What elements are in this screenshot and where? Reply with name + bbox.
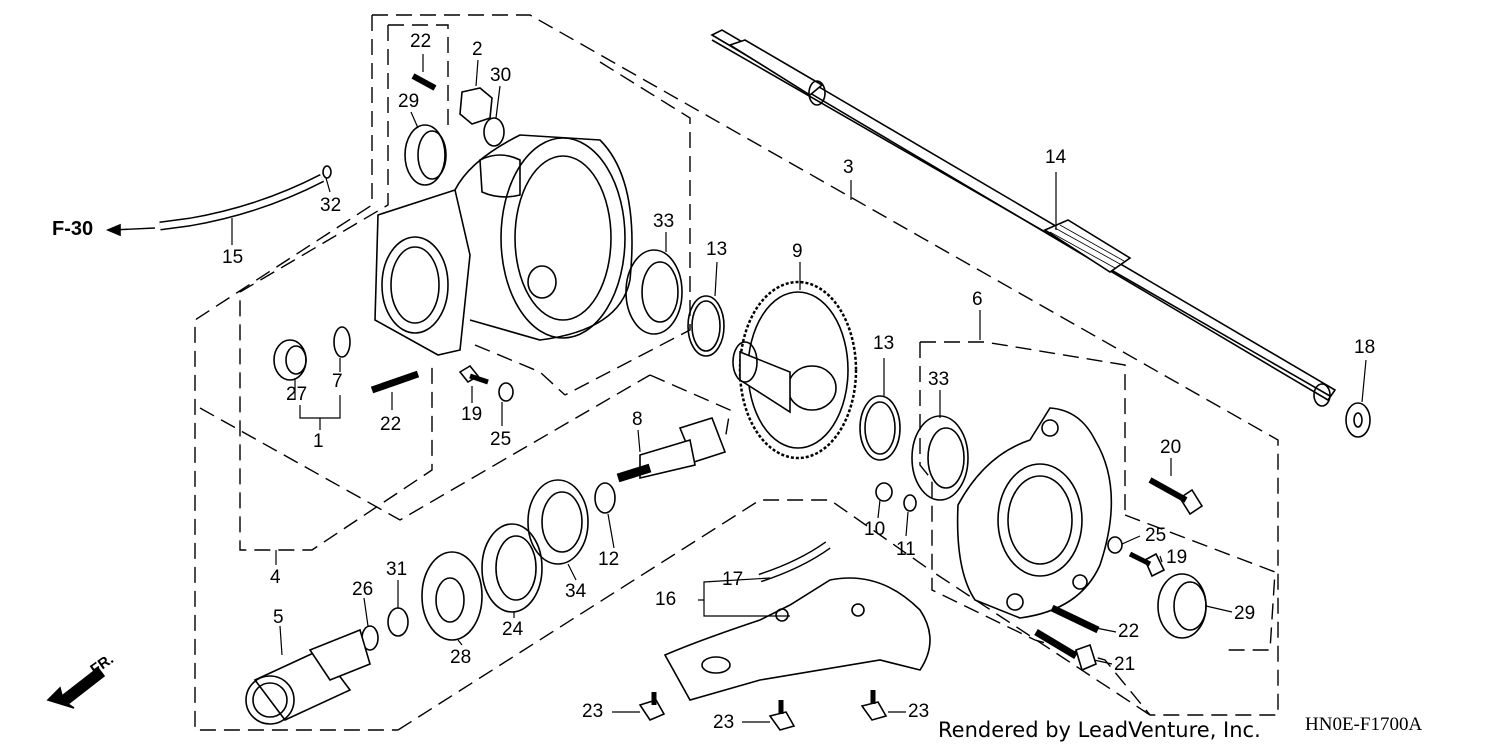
callout-33: 33 — [928, 369, 950, 390]
callout-17: 17 — [722, 569, 744, 590]
callout-29: 29 — [398, 91, 420, 112]
diagram-code: HN0E-F1700A — [1305, 714, 1423, 735]
callout-29: 29 — [1234, 603, 1256, 624]
callout-19: 19 — [1166, 547, 1188, 568]
callout-34: 34 — [565, 581, 587, 602]
callout-4: 4 — [270, 567, 281, 588]
callout-26: 26 — [352, 579, 374, 600]
callout-13: 13 — [873, 333, 895, 354]
pinion-gear — [616, 417, 727, 483]
callout-22: 22 — [380, 414, 402, 435]
callout-16: 16 — [655, 589, 677, 610]
joint-sleeve — [245, 628, 371, 725]
callout-19: 19 — [461, 404, 483, 425]
callout-9: 9 — [792, 241, 803, 262]
final-drive-housing — [374, 134, 633, 356]
callout-28: 28 — [450, 647, 472, 668]
skid-guard — [663, 577, 931, 701]
callout-18: 18 — [1354, 337, 1376, 358]
callout-21: 21 — [1114, 654, 1136, 675]
callout-31: 31 — [386, 559, 408, 580]
callout-30: 30 — [490, 65, 512, 86]
ring-gear — [732, 280, 858, 460]
callout-11: 11 — [896, 539, 916, 560]
callout-20: 20 — [1160, 437, 1182, 458]
callout-6: 6 — [972, 289, 983, 310]
callout-13: 13 — [706, 239, 728, 260]
callout-23: 23 — [582, 701, 604, 722]
callout-33: 33 — [653, 211, 675, 232]
callout-27: 27 — [286, 384, 308, 405]
callout-3: 3 — [843, 157, 854, 178]
callout-22: 22 — [410, 31, 432, 52]
callout-23: 23 — [908, 701, 930, 722]
reference-label: F-30 — [52, 218, 94, 240]
callout-25: 25 — [1145, 525, 1167, 546]
callout-5: 5 — [273, 607, 284, 628]
callout-24: 24 — [502, 619, 524, 640]
callout-12: 12 — [598, 549, 620, 570]
callout-2: 2 — [472, 39, 483, 60]
axle-shaft — [710, 29, 1337, 407]
bearing-holder-cover — [956, 407, 1113, 619]
callout-14: 14 — [1045, 147, 1067, 168]
callout-8: 8 — [632, 409, 643, 430]
credit-text: Rendered by LeadVenture, Inc. — [938, 718, 1261, 742]
callout-22: 22 — [1118, 621, 1140, 642]
callout-15: 15 — [222, 247, 244, 268]
callout-1: 1 — [313, 431, 324, 452]
callout-7: 7 — [332, 371, 343, 392]
callout-32: 32 — [320, 195, 342, 216]
callout-23: 23 — [713, 712, 735, 733]
callout-10: 10 — [864, 519, 886, 540]
callout-25: 25 — [490, 429, 512, 450]
